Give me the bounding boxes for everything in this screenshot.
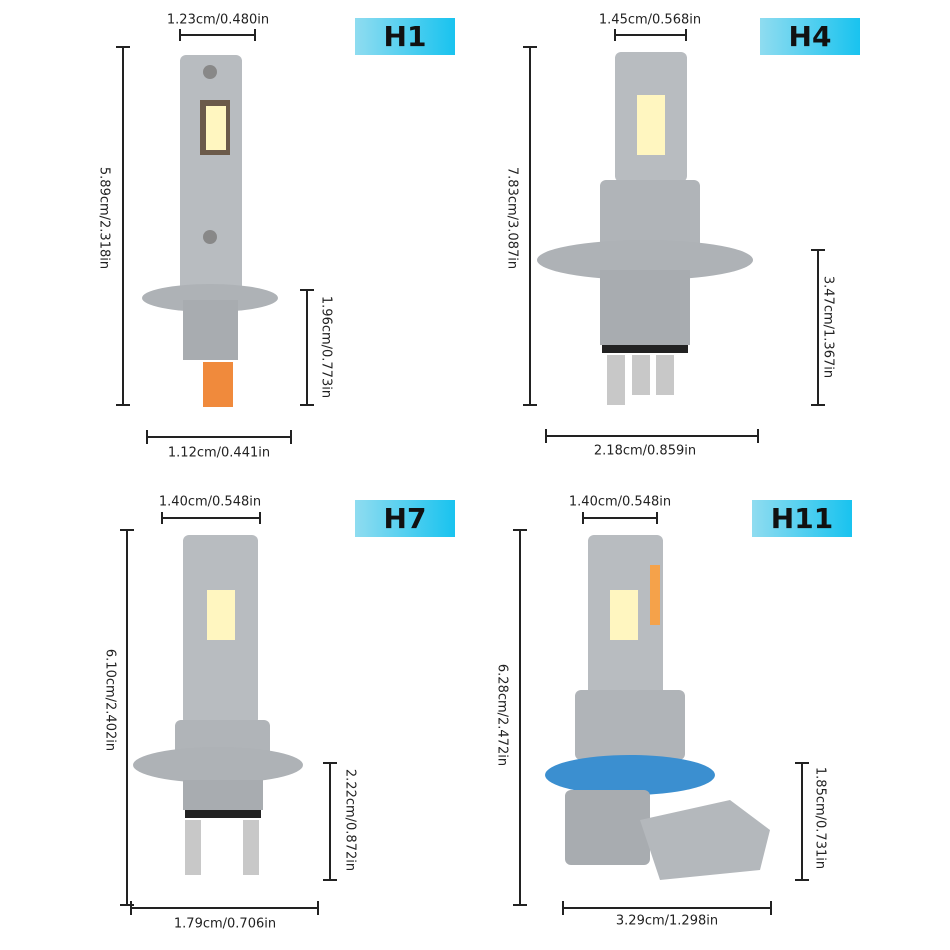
h7-total-height-label: 6.10cm/2.402in — [102, 648, 118, 752]
h11-dimension-lines — [513, 512, 809, 915]
h11-base-height-label: 1.85cm/0.731in — [812, 766, 828, 870]
h4-base-width-label: 2.18cm/0.859in — [593, 443, 697, 459]
h7-dimension-lines — [120, 512, 337, 915]
h7-top-width-label: 1.40cm/0.548in — [158, 494, 262, 510]
h4-dimension-lines — [523, 29, 825, 443]
h4-base-height-label: 3.47cm/1.367in — [820, 275, 836, 379]
h11-total-height-label: 6.28cm/2.472in — [494, 663, 510, 767]
h1-base-height-label: 1.96cm/0.773in — [318, 295, 334, 399]
h11-base-width-label: 3.29cm/1.298in — [615, 913, 719, 929]
h1-base-width-label: 1.12cm/0.441in — [167, 445, 271, 461]
h4-total-height-label: 7.83cm/3.087in — [504, 166, 520, 270]
h4-bulb-image — [537, 52, 753, 405]
h11-model-badge: H11 — [752, 500, 852, 537]
h1-total-height-label: 5.89cm/2.318in — [96, 166, 112, 270]
h1-model-badge: H1 — [355, 18, 455, 55]
h7-base-height-label: 2.22cm/0.872in — [342, 768, 358, 872]
h11-bulb-image — [545, 535, 770, 880]
h1-top-width-label: 1.23cm/0.480in — [166, 12, 270, 28]
h7-base-width-label: 1.79cm/0.706in — [173, 916, 277, 932]
h11-top-width-label: 1.40cm/0.548in — [568, 494, 672, 510]
h4-top-width-label: 1.45cm/0.568in — [598, 12, 702, 28]
h7-model-badge: H7 — [355, 500, 455, 537]
h1-bulb-image — [142, 55, 278, 407]
h1-dimension-lines — [116, 29, 314, 444]
h7-bulb-image — [133, 535, 303, 875]
h4-model-badge: H4 — [760, 18, 860, 55]
